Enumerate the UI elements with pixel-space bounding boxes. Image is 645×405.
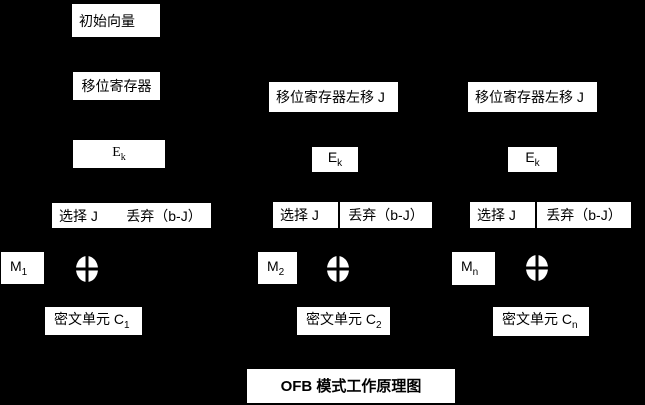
shift-register-label-3: 移位寄存器左移 J bbox=[475, 89, 584, 105]
discard-label-2: 丢弃（b-J） bbox=[348, 207, 424, 223]
encrypt-label-2: Ek bbox=[327, 149, 343, 169]
diagram-title: OFB 模式工作原理图 bbox=[280, 377, 422, 395]
select-box-2: 选择 J bbox=[273, 202, 338, 228]
shift-register-box-2: 移位寄存器左移 J bbox=[269, 82, 398, 112]
discard-box-2: 丢弃（b-J） bbox=[340, 202, 432, 228]
message-box-2: M2 bbox=[258, 252, 297, 284]
select-label-3: 选择 J bbox=[477, 207, 516, 223]
encrypt-label-3: Ek bbox=[525, 149, 540, 169]
initial-vector-box: 初始向量 bbox=[72, 4, 160, 37]
select-box-3: 选择 J bbox=[470, 202, 535, 228]
message-box-3: Mn bbox=[452, 252, 495, 285]
encrypt-box-3: Ek bbox=[508, 147, 557, 172]
select-label-1: 选择 J bbox=[59, 207, 98, 224]
ciphertext-box-3: 密文单元 Cn bbox=[493, 307, 589, 336]
discard-label-3: 丢弃（b-J） bbox=[546, 207, 622, 223]
message-label-3: Mn bbox=[461, 258, 479, 278]
ciphertext-label-1: 密文单元 C1 bbox=[54, 310, 130, 331]
xor-icon bbox=[76, 256, 98, 282]
ciphertext-box-2: 密文单元 C2 bbox=[297, 307, 390, 335]
message-label-2: M2 bbox=[267, 257, 285, 278]
message-label-1: M1 bbox=[10, 257, 28, 278]
encrypt-label-1: Ek bbox=[112, 144, 126, 163]
shift-register-label-1: 移位寄存器 bbox=[81, 78, 152, 94]
discard-box-1: 丢弃（b-J） bbox=[117, 203, 211, 228]
shift-register-label-2: 移位寄存器左移 J bbox=[276, 89, 385, 105]
discard-label-1: 丢弃（b-J） bbox=[126, 207, 202, 224]
ciphertext-box-1: 密文单元 C1 bbox=[45, 307, 142, 335]
discard-box-3: 丢弃（b-J） bbox=[537, 202, 631, 228]
select-box-1: 选择 J bbox=[52, 203, 117, 228]
shift-register-box-1: 移位寄存器 bbox=[73, 72, 160, 100]
shift-register-box-3: 移位寄存器左移 J bbox=[468, 82, 597, 112]
xor-icon bbox=[327, 256, 349, 282]
encrypt-box-2: Ek bbox=[312, 147, 358, 172]
initial-vector-label: 初始向量 bbox=[79, 12, 135, 29]
encrypt-box-1: Ek bbox=[73, 140, 165, 168]
ciphertext-label-2: 密文单元 C2 bbox=[306, 310, 382, 331]
ciphertext-label-3: 密文单元 Cn bbox=[502, 311, 578, 331]
xor-icon bbox=[526, 255, 548, 281]
diagram-title-box: OFB 模式工作原理图 bbox=[247, 369, 455, 403]
message-box-1: M1 bbox=[1, 252, 44, 284]
select-label-2: 选择 J bbox=[280, 207, 319, 223]
